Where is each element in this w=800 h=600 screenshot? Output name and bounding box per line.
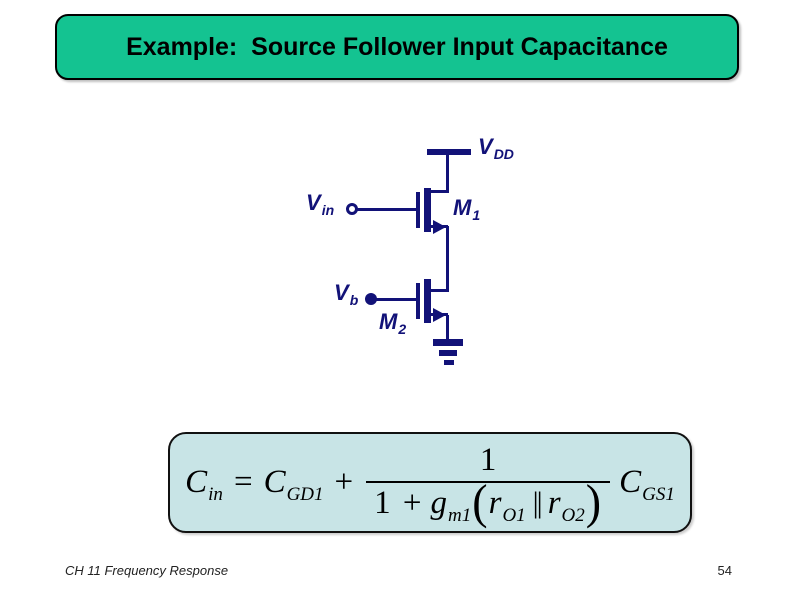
vb-label-base: V	[334, 280, 349, 305]
formula-cgs1: C GS1	[619, 464, 675, 505]
vin-label: V in	[306, 190, 335, 218]
m1-label: M 1	[453, 195, 481, 223]
footer-text: CH 11 Frequency Response	[65, 563, 229, 578]
formula-fraction: 1 1 + g m1 ( r O1 || r O2	[366, 441, 611, 528]
m2-drain-wire	[429, 289, 448, 292]
formula-cin-base: C	[185, 464, 208, 500]
formula-cgd1: C GD1	[263, 464, 324, 505]
formula-gm1-base: g	[430, 484, 448, 521]
formula-gm1: g m1	[430, 484, 472, 525]
m2-source-arrow	[433, 308, 446, 322]
formula-gm1-sub: m1	[448, 504, 472, 526]
formula-ro2-sub: O2	[561, 504, 585, 526]
wire-m1-source-to-m2-drain	[446, 226, 449, 292]
formula-denominator: 1 + g m1 ( r O1 || r O2 )	[374, 474, 602, 528]
formula-numerator: 1	[479, 441, 497, 478]
vin-label-sub: in	[321, 202, 335, 218]
m2-label-sub: 2	[398, 321, 407, 337]
m1-label-sub: 1	[472, 207, 481, 223]
m1-drain-wire	[429, 190, 448, 193]
wire-vdd-to-m1-drain	[446, 155, 449, 193]
slide-title: Example: Source Follower Input Capacitan…	[126, 32, 668, 61]
formula-ro1-sub: O1	[502, 504, 526, 526]
wire-m2-source-to-ground	[446, 315, 449, 341]
formula-parallel-symbol: ||	[532, 485, 543, 519]
vdd-rail	[427, 149, 471, 155]
m1-source-arrow	[433, 220, 446, 234]
m2-gate-bar	[416, 283, 420, 319]
formula-fraction-bar	[366, 480, 611, 483]
vdd-label-sub: DD	[493, 146, 514, 162]
formula-ro1-base: r	[488, 484, 502, 521]
formula-cgd1-sub: GD1	[286, 484, 324, 505]
formula-box: C in = C GD1 + 1 1 + g m1 (	[168, 432, 692, 533]
ground-bar-1	[433, 339, 463, 346]
ground-bar-2	[439, 350, 457, 356]
m1-channel-bar	[424, 188, 431, 232]
m2-gate-wire	[374, 298, 416, 301]
m2-channel-bar	[424, 279, 431, 323]
formula-plus: +	[334, 464, 354, 500]
page-number: 54	[717, 563, 732, 578]
formula: C in = C GD1 + 1 1 + g m1 (	[185, 441, 675, 528]
formula-ro2: r O2	[547, 484, 585, 525]
vdd-label: V DD	[478, 134, 514, 162]
vb-label-sub: b	[349, 292, 359, 308]
m1-gate-bar	[416, 192, 420, 228]
m2-label-base: M	[379, 309, 398, 334]
vin-terminal	[346, 203, 358, 215]
formula-ro1: r O1	[488, 484, 526, 525]
vdd-label-base: V	[478, 134, 493, 159]
vin-label-base: V	[306, 190, 321, 215]
formula-cin: C in	[185, 464, 223, 505]
formula-cin-sub: in	[208, 484, 223, 505]
ground-bar-3	[444, 360, 454, 365]
formula-ro2-base: r	[547, 484, 561, 521]
formula-cgs1-sub: GS1	[642, 484, 675, 505]
m2-label: M 2	[379, 309, 407, 337]
m1-label-base: M	[453, 195, 472, 220]
formula-cgs1-base: C	[619, 464, 642, 500]
formula-cgd1-base: C	[263, 464, 286, 500]
m1-gate-wire	[357, 208, 416, 211]
formula-equals: =	[233, 464, 253, 500]
vb-label: V b	[334, 280, 359, 308]
vb-terminal	[365, 293, 377, 305]
title-banner: Example: Source Follower Input Capacitan…	[55, 14, 739, 80]
formula-den-prefix: 1 +	[374, 484, 424, 521]
